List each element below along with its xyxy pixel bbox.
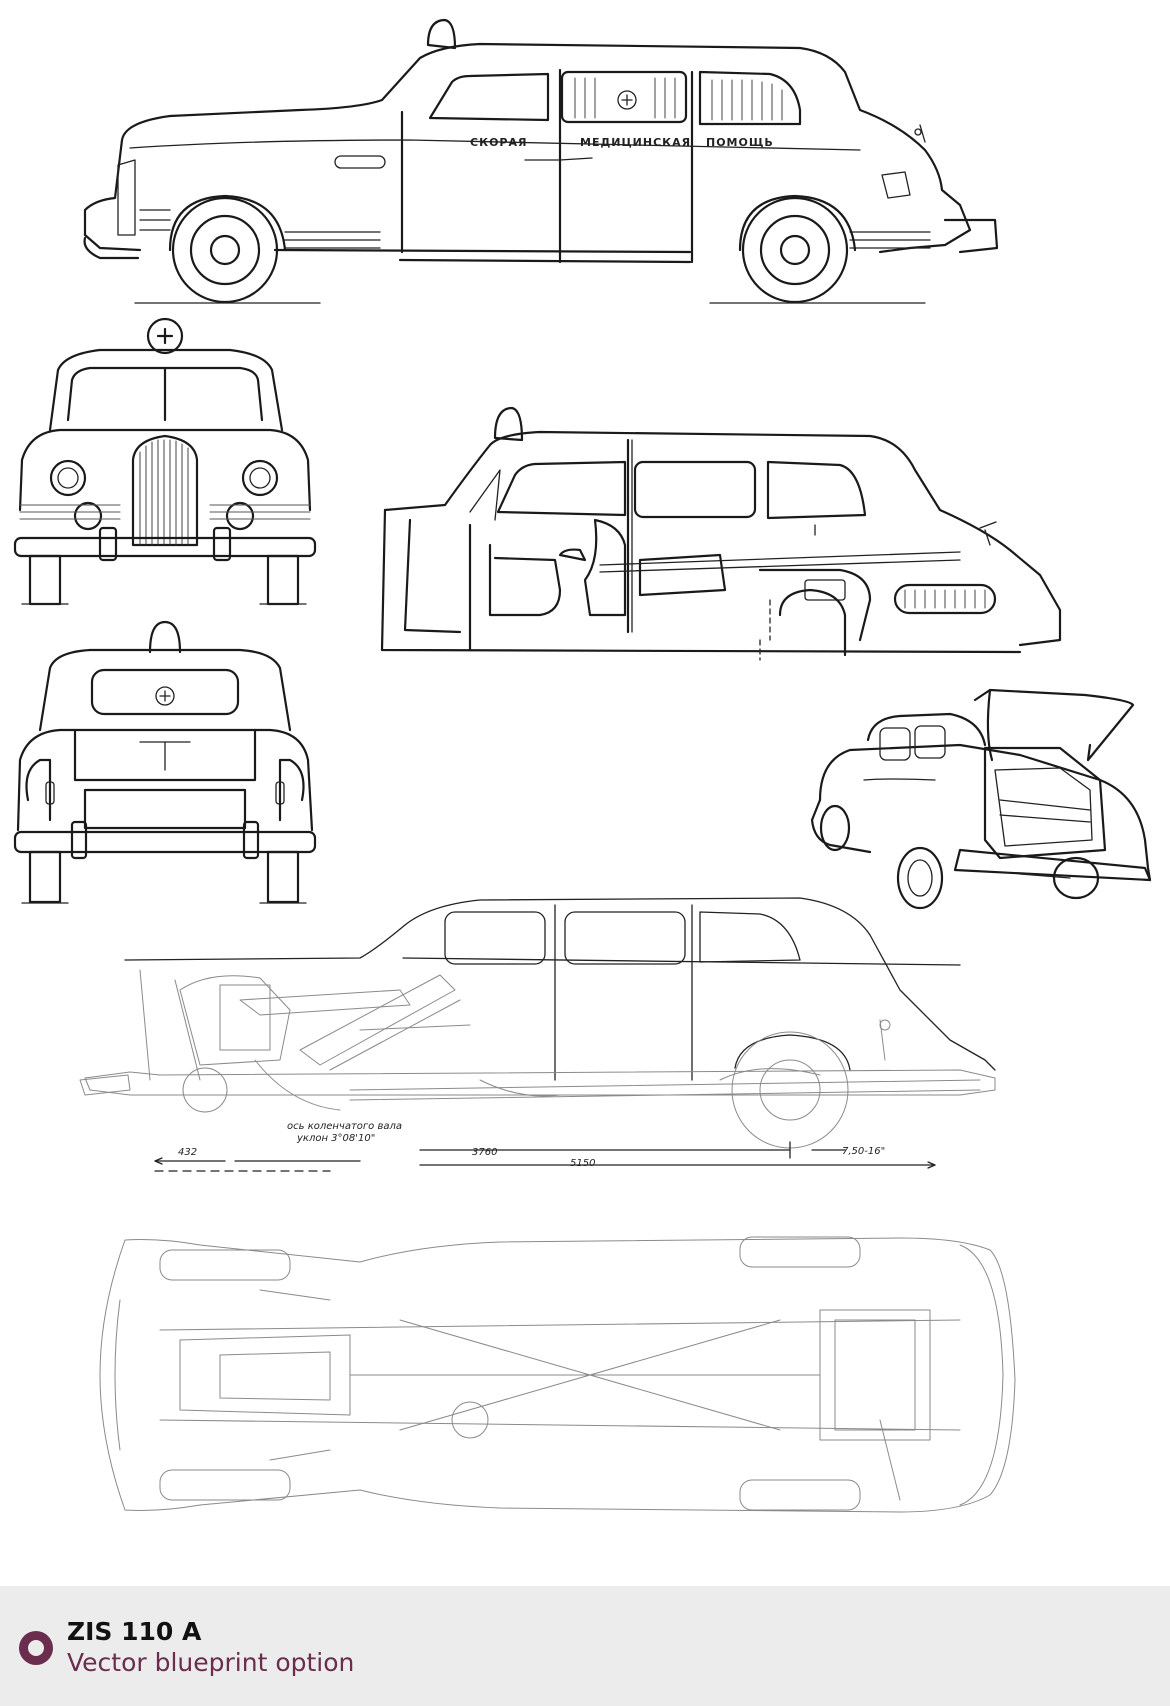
side-lettering-1: СКОРАЯ [470, 136, 527, 149]
rear-view [13, 620, 317, 904]
ring-logo-icon [19, 1631, 53, 1665]
dim-front: 432 [178, 1147, 197, 1158]
chassis-side-view: ось коленчатого вала уклон 3°08'10" 432 … [79, 897, 996, 1172]
side-view-ambulance: СКОРАЯ МЕДИЦИНСКАЯ ПОМОЩЬ [83, 18, 999, 304]
dim-length: 5150 [570, 1158, 595, 1169]
chassis-top-view [99, 1236, 1016, 1513]
dim-wheelbase: 3760 [472, 1147, 497, 1158]
dim-tire: 7,50-16" [842, 1146, 885, 1157]
footer-band: ZIS 110 A Vector blueprint option [0, 1586, 1170, 1706]
rear-quarter-view [810, 688, 1152, 910]
axle-note-line2: уклон 3°08'10" [296, 1133, 375, 1144]
side-lettering-3: ПОМОЩЬ [706, 136, 774, 149]
front-view [13, 317, 317, 606]
side-lettering-2: МЕДИЦИНСКАЯ [580, 136, 691, 149]
blueprint-sheet: СКОРАЯ МЕДИЦИНСКАЯ ПОМОЩЬ [13, 18, 1152, 1513]
axle-note-line1: ось коленчатого вала [287, 1121, 402, 1132]
cutaway-view [380, 406, 1062, 661]
model-title: ZIS 110 A [67, 1617, 202, 1646]
model-subtitle: Vector blueprint option [67, 1648, 355, 1677]
